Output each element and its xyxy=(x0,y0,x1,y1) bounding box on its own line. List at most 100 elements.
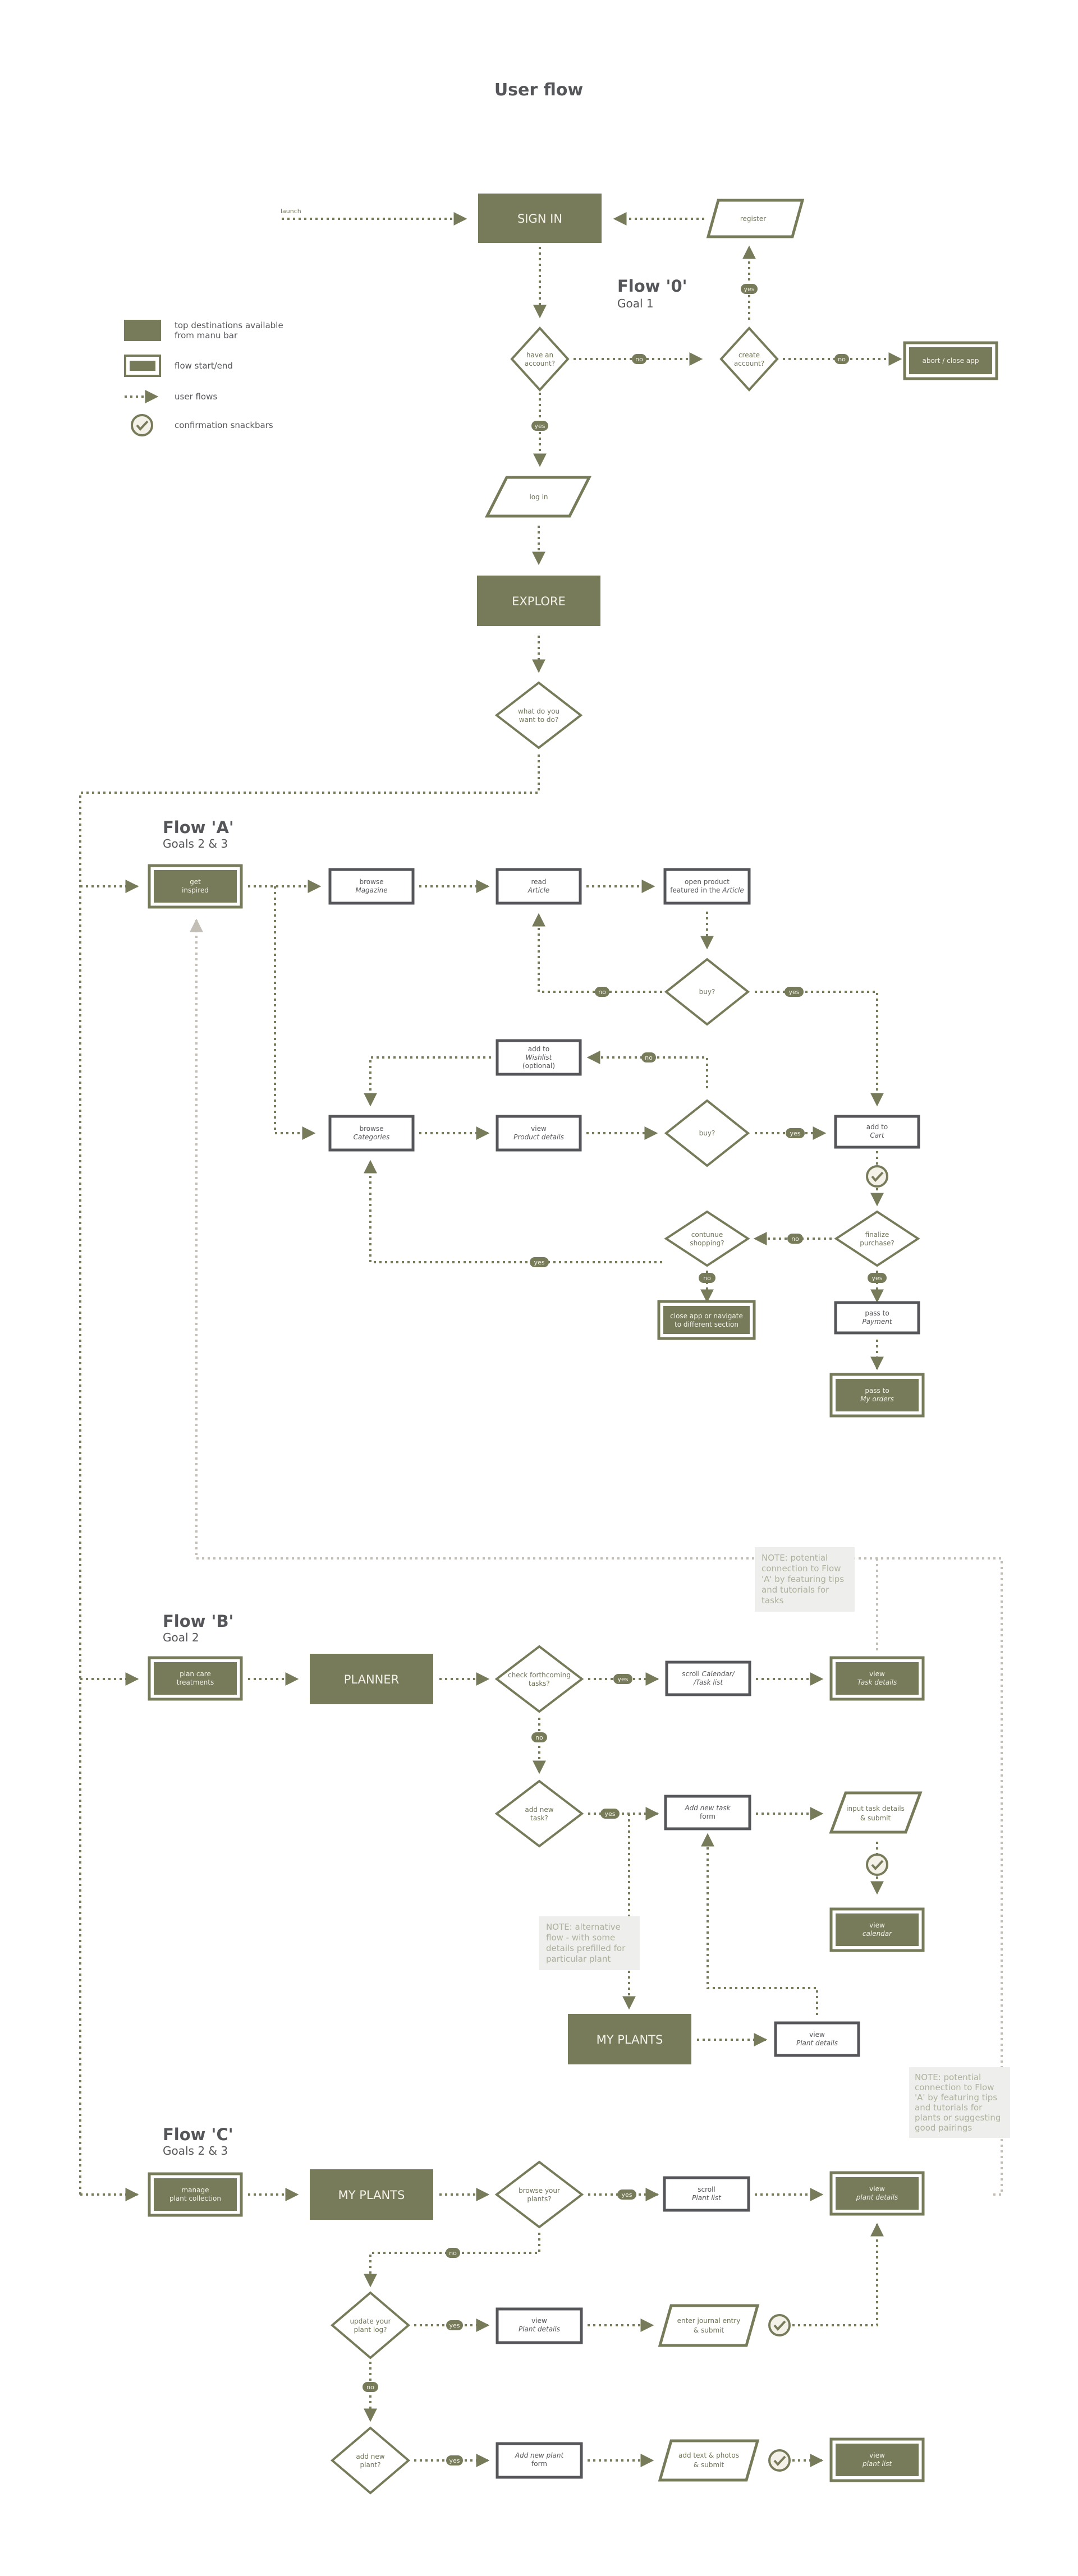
update-plant-log-decision[interactable]: update your plant log? xyxy=(330,2291,411,2359)
my-plants-node-flow-c[interactable]: MY PLANTS xyxy=(310,2169,433,2220)
no-pill: no xyxy=(787,1234,803,1244)
explore-node[interactable]: EXPLORE xyxy=(477,576,600,626)
node-label: calendar xyxy=(863,1930,892,1938)
legend-label: top destinations available xyxy=(175,320,283,330)
browse-your-plants-decision[interactable]: browse your plants? xyxy=(494,2160,584,2229)
view-plant-details-node-flow-b[interactable]: view Plant details xyxy=(774,2021,860,2057)
edge xyxy=(701,1833,818,2015)
note-line: NOTE: potential xyxy=(762,1553,828,1563)
note-line: particular plant xyxy=(546,1954,611,1964)
node-label: view xyxy=(869,2185,885,2193)
flow-b-goal: Goal 2 xyxy=(163,1631,199,1644)
add-new-plant-form-node[interactable]: Add new plant form xyxy=(496,2442,583,2479)
register-node[interactable]: register xyxy=(706,199,805,238)
node-label: add new xyxy=(356,2453,384,2460)
node-label: & submit xyxy=(694,2326,724,2334)
node-label: open product xyxy=(685,878,730,886)
pass-to-payment-node[interactable]: pass to Payment xyxy=(834,1301,920,1335)
sign-in-node[interactable]: SIGN IN xyxy=(478,194,602,243)
view-product-details-node[interactable]: view Product details xyxy=(496,1115,582,1152)
legend-label: flow start/end xyxy=(175,361,233,371)
node-label: want to do? xyxy=(519,716,558,724)
node-label: add new xyxy=(525,1806,553,1814)
scroll-calendar-node[interactable]: scroll Calendar/ /Task list xyxy=(665,1660,751,1696)
node-label: browse xyxy=(359,1125,383,1133)
have-account-decision[interactable]: have an account? xyxy=(510,326,570,392)
pass-to-my-orders-node[interactable]: pass to My orders xyxy=(829,1373,925,1418)
add-new-task-decision[interactable]: add new task? xyxy=(494,1779,584,1848)
node-label: update your xyxy=(350,2317,391,2325)
pill-label: no xyxy=(791,1235,799,1243)
note-line: flow - with some xyxy=(546,1933,615,1943)
add-new-plant-decision[interactable]: add new plant? xyxy=(330,2426,411,2495)
add-to-wishlist-node[interactable]: add to Wishlist (optional) xyxy=(496,1039,582,1076)
legend-label: confirmation snackbars xyxy=(175,420,273,430)
view-task-details-node[interactable]: view Task details xyxy=(829,1656,925,1701)
flow-start-end-swatch xyxy=(124,355,161,377)
pill-label: no xyxy=(449,2250,457,2257)
finalize-purchase-decision[interactable]: finalize purchase? xyxy=(834,1210,920,1267)
browse-categories-node[interactable]: browse Categories xyxy=(328,1115,415,1152)
node-label: add text & photos xyxy=(678,2451,739,2459)
note-plants-pairings: NOTE: potential connection to Flow 'A' b… xyxy=(909,2067,1010,2138)
flow-a-goal: Goals 2 & 3 xyxy=(163,837,228,850)
add-text-photos-node[interactable]: add text & photos & submit xyxy=(658,2439,760,2482)
plan-care-treatments-node[interactable]: plan care treatments xyxy=(148,1656,243,1701)
node-label: view xyxy=(809,2031,825,2039)
buy-decision-1[interactable]: buy? xyxy=(664,958,750,1026)
no-pill: no xyxy=(641,1052,656,1062)
view-plant-details-node-flow-c[interactable]: view Plant details xyxy=(496,2307,583,2344)
node-label: add to xyxy=(528,1045,549,1053)
flow-c-title: Flow 'C' xyxy=(163,2125,233,2144)
node-label: form xyxy=(700,1813,715,1820)
legend: top destinations available from manu bar… xyxy=(124,320,283,436)
edge xyxy=(364,1160,662,1263)
node-label: Add new task xyxy=(684,1804,731,1812)
log-in-node[interactable]: log in xyxy=(484,476,592,518)
input-task-details-node[interactable]: input task details & submit xyxy=(829,1791,923,1834)
add-to-cart-node[interactable]: add to Cart xyxy=(834,1115,920,1149)
add-new-task-form-node[interactable]: Add new task form xyxy=(664,1795,751,1830)
node-label: form xyxy=(531,2460,547,2468)
abort-close-app-node[interactable]: abort / close app xyxy=(903,341,998,380)
manage-plant-collection-node[interactable]: manage plant collection xyxy=(148,2172,243,2217)
get-inspired-node[interactable]: get inspired xyxy=(148,864,243,909)
enter-journal-entry-node[interactable]: enter journal entry & submit xyxy=(658,2304,760,2347)
view-plant-list-node[interactable]: view plant list xyxy=(829,2437,925,2482)
my-plants-node-flow-b[interactable]: MY PLANTS xyxy=(568,2014,691,2064)
open-product-node[interactable]: open product featured in the Article xyxy=(663,868,751,905)
pill-label: yes xyxy=(449,2322,460,2329)
node-label: PLANNER xyxy=(344,1673,400,1686)
launch-label: launch xyxy=(281,208,301,215)
node-label: Plant list xyxy=(692,2194,722,2202)
flow-a-title: Flow 'A' xyxy=(163,818,234,837)
buy-decision-2[interactable]: buy? xyxy=(664,1099,750,1167)
node-label: Wishlist xyxy=(526,1054,553,1061)
view-plant-details-end-node[interactable]: view plant details xyxy=(829,2171,925,2216)
top-destination-swatch xyxy=(124,320,161,341)
node-label: tasks? xyxy=(529,1680,550,1687)
node-label: create xyxy=(738,351,760,359)
browse-magazine-node[interactable]: browse Magazine xyxy=(328,868,415,905)
read-article-node[interactable]: read Article xyxy=(496,868,582,905)
node-label: browse your xyxy=(519,2187,560,2195)
node-label: plan care xyxy=(180,1670,211,1678)
node-label: read xyxy=(531,878,546,886)
node-label: plant? xyxy=(360,2461,381,2469)
pill-label: no xyxy=(645,1054,653,1061)
node-label: abort / close app xyxy=(923,357,979,365)
scroll-plant-list-node[interactable]: scroll Plant list xyxy=(663,2176,750,2212)
yes-pill: yes xyxy=(786,1128,805,1138)
check-forthcoming-tasks-decision[interactable]: check forthcoming tasks? xyxy=(494,1645,584,1713)
edge xyxy=(792,2223,884,2326)
legend-label: user flows xyxy=(175,392,217,402)
create-account-decision[interactable]: create account? xyxy=(719,326,779,392)
continue-shopping-decision[interactable]: contunue shopping? xyxy=(664,1210,750,1267)
planner-node[interactable]: PLANNER xyxy=(310,1654,433,1704)
view-calendar-node[interactable]: view calendar xyxy=(829,1907,925,1952)
node-label: buy? xyxy=(699,988,715,996)
close-app-or-navigate-node[interactable]: close app or navigate to different secti… xyxy=(657,1300,756,1340)
what-do-you-want-decision[interactable]: what do you want to do? xyxy=(494,681,583,749)
node-label: My orders xyxy=(860,1395,894,1403)
